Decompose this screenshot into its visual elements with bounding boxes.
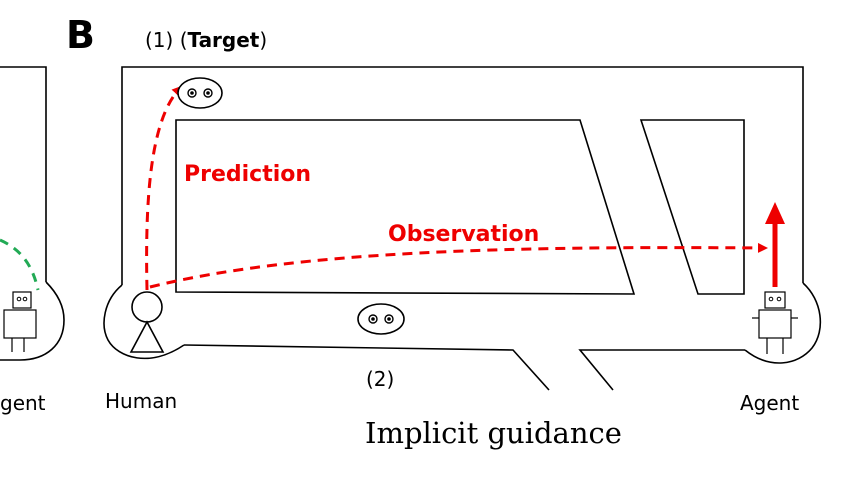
left-agent-label: gent bbox=[0, 391, 46, 415]
human-icon bbox=[129, 291, 165, 353]
human-label: Human bbox=[105, 389, 177, 413]
eyes-icon bbox=[357, 303, 405, 335]
left-room-wall bbox=[0, 66, 47, 282]
robot-icon bbox=[3, 291, 37, 352]
panel-label: B bbox=[66, 13, 95, 57]
observation-path bbox=[149, 242, 768, 289]
lower-wall-right bbox=[578, 349, 745, 391]
lower-wall-left bbox=[183, 344, 550, 391]
prediction-path bbox=[145, 85, 183, 291]
outer-wall bbox=[121, 66, 804, 285]
right-obstacle bbox=[639, 119, 745, 295]
agent-label: Agent bbox=[740, 391, 799, 415]
observation-label: Observation bbox=[388, 222, 539, 247]
up-arrow-icon bbox=[765, 202, 785, 287]
green-dashed-path bbox=[0, 238, 40, 291]
location-2-label: (2) bbox=[366, 367, 394, 391]
central-obstacle bbox=[175, 119, 636, 295]
agent-alcove-wall bbox=[744, 282, 822, 364]
eyes-icon bbox=[177, 77, 223, 109]
human-alcove-wall bbox=[103, 284, 185, 360]
left-alcove-wall bbox=[0, 281, 65, 361]
robot-icon bbox=[752, 291, 798, 354]
prediction-label: Prediction bbox=[184, 162, 311, 187]
target-label: (1) (Target) bbox=[145, 28, 267, 52]
left-panel-fragment: gent bbox=[0, 66, 65, 415]
figure-caption: Implicit guidance bbox=[365, 416, 622, 450]
